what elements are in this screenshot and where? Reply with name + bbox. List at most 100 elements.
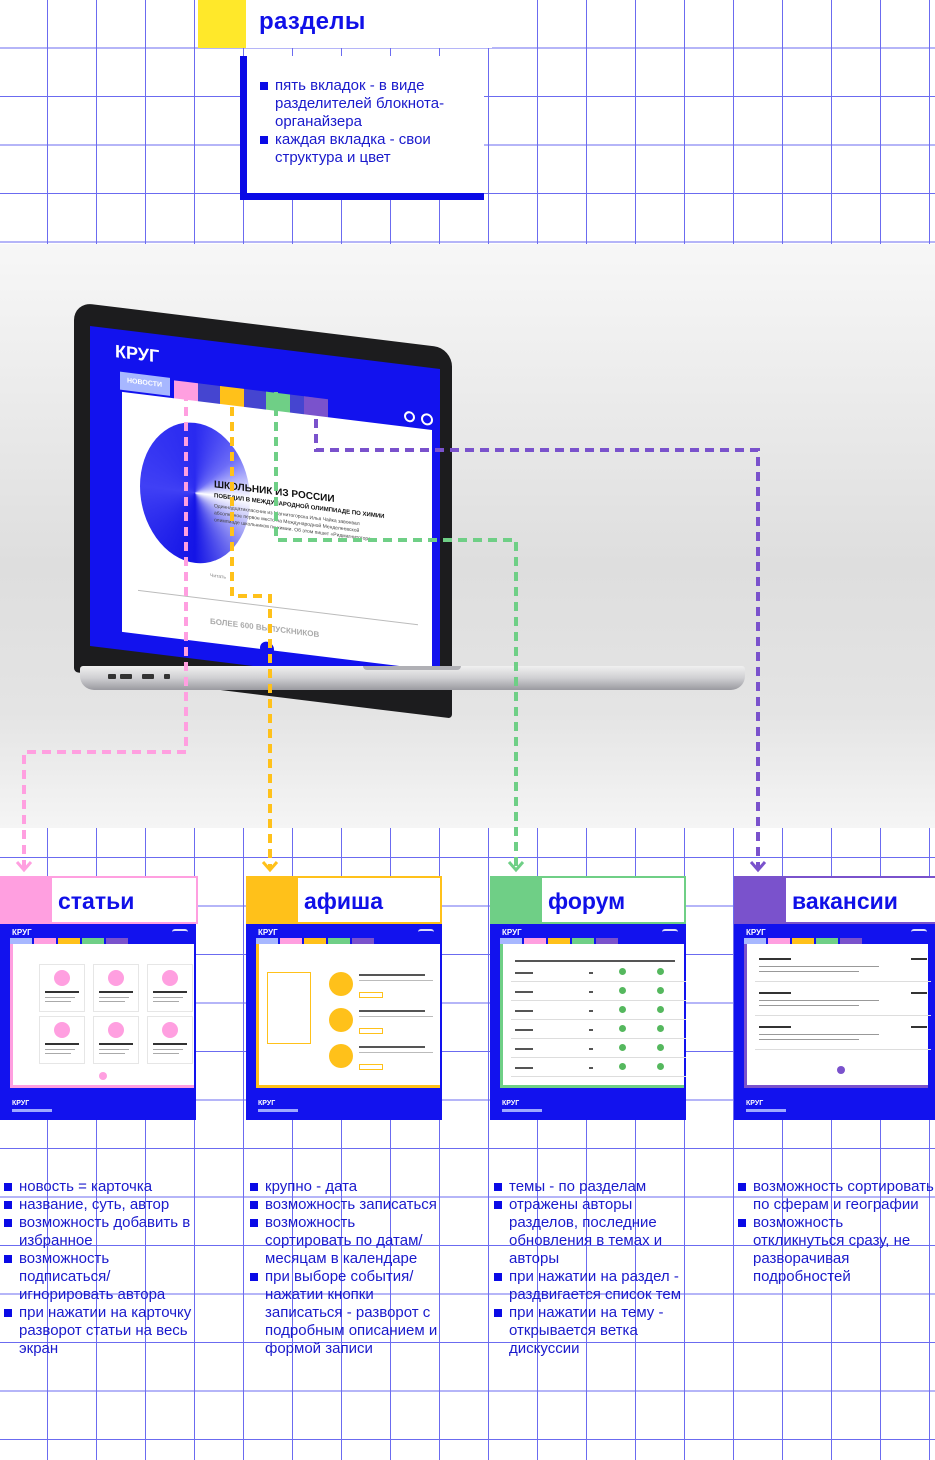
card-image: [162, 1022, 178, 1038]
thumb-content: [744, 944, 931, 1088]
articles-bullet: при нажатии на карточку разворот статьи …: [4, 1304, 198, 1358]
section-swatch: [490, 876, 542, 924]
section-label-box: статьи: [52, 876, 198, 924]
laptop-port: [164, 674, 170, 679]
thumb-tab: [106, 938, 128, 944]
laptop-base: [80, 666, 745, 690]
thumb-content: [10, 944, 194, 1088]
card-title-line: [45, 1043, 79, 1045]
card-image: [54, 1022, 70, 1038]
forum-bullet: отражены авторы разделов, последние обно…: [494, 1196, 684, 1268]
laptop-port: [120, 674, 132, 679]
thumb-content: [256, 944, 440, 1088]
calendar-panel: [267, 972, 311, 1044]
last-update-avatar: [657, 1025, 664, 1032]
arrowhead-purple: [749, 861, 767, 873]
author-avatar: [619, 1006, 626, 1013]
card-text-line: [153, 1001, 179, 1002]
forum-section-name: [515, 1067, 533, 1069]
thumb-tabs: [500, 938, 620, 944]
last-update-avatar: [657, 1044, 664, 1051]
event-row: [329, 1006, 439, 1036]
author-avatar: [619, 1044, 626, 1051]
vacancy-title-line: [759, 992, 791, 994]
vacancy-row: [755, 954, 931, 982]
thumb-logo: КРУГ: [258, 928, 278, 937]
forum-row: [511, 1004, 686, 1020]
header-note: пять вкладок - в виде разделителей блокн…: [240, 56, 484, 200]
section-swatch: [246, 876, 298, 924]
vacancies-description: возможность сортировать по сферам и геог…: [738, 1178, 934, 1286]
forum-table-header: [515, 960, 675, 962]
thumb-tabs: [10, 938, 130, 944]
laptop-notch: [363, 666, 461, 670]
section-title: афиша: [304, 888, 384, 914]
vacancy-title-line: [759, 958, 791, 960]
author-avatar: [619, 968, 626, 975]
articles-bullet: возможность добавить в избранное: [4, 1214, 198, 1250]
forum-topic-count: [589, 991, 593, 993]
connector-purple: [314, 404, 760, 868]
section-swatch: [734, 876, 786, 924]
load-more-icon: [99, 1072, 107, 1080]
forum-description: темы - по разделам отражены авторы разде…: [494, 1178, 684, 1358]
thumb-tab: [792, 938, 814, 944]
thumb-footer-text: [12, 1109, 52, 1112]
card-text-line: [45, 1049, 75, 1050]
section-vacancies-header: вакансии: [734, 876, 935, 924]
vacancies-screen-thumbnail[interactable]: КРУГ КРУГ: [734, 924, 935, 1120]
forum-section-name: [515, 1029, 533, 1031]
event-signup-button: [359, 1064, 383, 1070]
articles-bullet-list: новость = карточка название, суть, автор…: [4, 1178, 198, 1358]
article-card: [93, 964, 139, 1012]
event-signup-button: [359, 1028, 383, 1034]
event-signup-button: [359, 992, 383, 998]
section-title: вакансии: [792, 888, 898, 914]
section-label-box: вакансии: [786, 876, 935, 924]
thumb-content: [500, 944, 686, 1088]
event-date: [329, 1008, 353, 1032]
forum-bullet: темы - по разделам: [494, 1178, 684, 1196]
section-events-header: афиша: [246, 876, 442, 924]
events-screen-thumbnail[interactable]: КРУГ КРУГ: [246, 924, 442, 1120]
vacancy-text-line: [759, 966, 879, 967]
forum-topic-count: [589, 1048, 593, 1050]
articles-screen-thumbnail[interactable]: КРУГ КРУГ: [0, 924, 196, 1120]
thumb-tab: [816, 938, 838, 944]
vacancy-row: [755, 988, 931, 1016]
vacancy-text-line: [759, 1000, 879, 1001]
last-update-avatar: [657, 1006, 664, 1013]
article-card: [93, 1016, 139, 1064]
arrowhead-green: [507, 861, 525, 873]
card-image: [54, 970, 70, 986]
articles-bullet: возможность подписаться/игнорировать авт…: [4, 1250, 198, 1304]
page-title: разделы: [259, 8, 366, 35]
section-title: форум: [548, 888, 626, 914]
thumb-tab: [280, 938, 302, 944]
thumb-footer-logo: КРУГ: [746, 1100, 764, 1107]
article-card: [39, 1016, 85, 1064]
laptop-port: [142, 674, 154, 679]
author-avatar: [619, 1025, 626, 1032]
section-title: статьи: [58, 888, 135, 914]
arrowhead-yellow: [261, 861, 279, 873]
events-bullet: возможность сортировать по датам/месяцам…: [250, 1214, 442, 1268]
connector-green: [274, 392, 518, 868]
vacancy-salary-line: [911, 958, 927, 960]
articles-bullet: название, суть, автор: [4, 1196, 198, 1214]
vacancy-text-line: [759, 1039, 859, 1040]
thumb-tab: [304, 938, 326, 944]
events-bullet: крупно - дата: [250, 1178, 442, 1196]
forum-topic-count: [589, 972, 593, 974]
author-avatar: [619, 1063, 626, 1070]
thumb-tab: [572, 938, 594, 944]
thumb-logo: КРУГ: [12, 928, 32, 937]
card-text-line: [153, 1049, 183, 1050]
vacancies-bullet-list: возможность сортировать по сферам и геог…: [738, 1178, 934, 1286]
thumb-header-icons: [911, 929, 927, 935]
thumb-footer-logo: КРУГ: [258, 1100, 276, 1107]
forum-screen-thumbnail[interactable]: КРУГ КРУГ: [490, 924, 686, 1120]
thumb-footer-text: [746, 1109, 786, 1112]
forum-bullet-list: темы - по разделам отражены авторы разде…: [494, 1178, 684, 1358]
